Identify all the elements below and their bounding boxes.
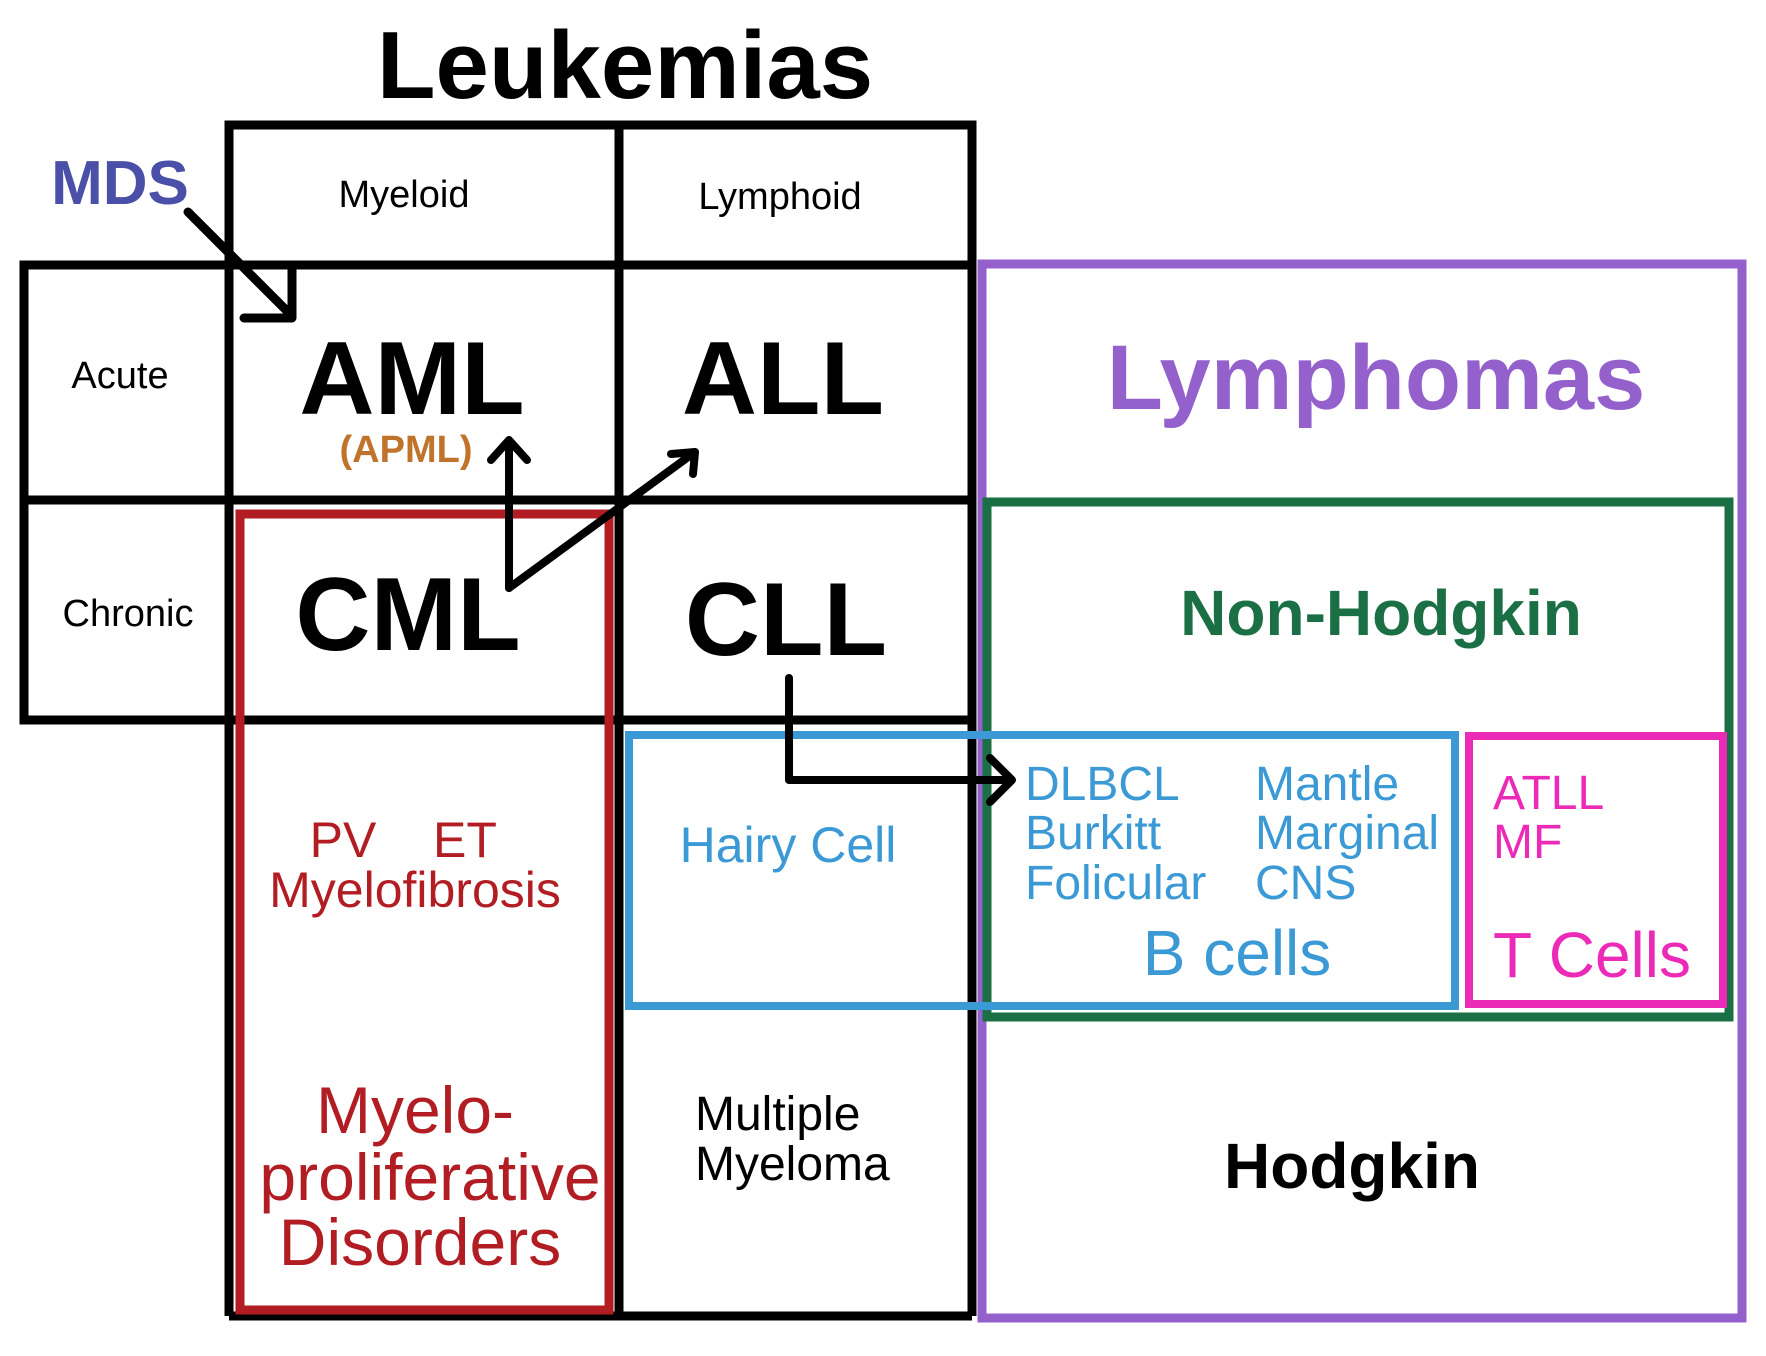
chronic-label: Chronic [63, 593, 194, 635]
et-label: ET [433, 812, 497, 868]
cml-to-all-arrow [505, 448, 699, 592]
pv-label: PV [310, 812, 377, 868]
b-cell-item-folicular: Folicular [1025, 857, 1206, 910]
myeloproliferative-line1: Myelo- [316, 1073, 514, 1147]
b-cell-item-mantle: Mantle [1255, 758, 1399, 811]
lymphoid-header-cell [614, 120, 977, 270]
lymphoid-header: Lymphoid [698, 176, 861, 218]
b-cell-item-cns: CNS [1255, 857, 1356, 910]
mds-label: MDS [51, 149, 189, 218]
myelofibrosis-label: Myelofibrosis [269, 862, 561, 918]
cll-to-b-cells-arrow [785, 674, 1016, 806]
myeloproliferative-line3: Disorders [279, 1205, 561, 1279]
t-cell-item-mf: MF [1493, 816, 1562, 869]
b-cell-item-marginal: Marginal [1255, 807, 1439, 860]
cll-label: CLL [685, 562, 887, 678]
multiple-myeloma-line1: Multiple [695, 1088, 860, 1141]
multiple-myeloma-line2: Myeloma [695, 1138, 890, 1191]
hairy-cell-label: Hairy Cell [680, 817, 897, 873]
b-cell-item-burkitt: Burkitt [1025, 807, 1161, 860]
diagram-title: Leukemias [377, 12, 873, 119]
t-cell-item-atll: ATLL [1493, 767, 1604, 820]
leukemia-grid [19, 120, 977, 1321]
acute-label: Acute [71, 355, 168, 397]
all-label: ALL [682, 321, 884, 437]
b-cells-label: B cells [1143, 917, 1332, 989]
hodgkin-label: Hodgkin [1224, 1130, 1480, 1202]
myeloid-header: Myeloid [339, 174, 470, 216]
non-hodgkin-label: Non-Hodgkin [1180, 577, 1582, 649]
myeloproliferative-box [235, 509, 614, 1315]
mds-to-aml-arrow [183, 207, 297, 323]
cml-to-aml-arrow [487, 436, 531, 592]
b-cells-box [625, 731, 1459, 1010]
aml-label: AML [299, 321, 524, 437]
lymphomas-label: Lymphomas [1107, 327, 1645, 429]
t-cells-box [1465, 732, 1727, 1008]
lymphomas-box [977, 259, 1747, 1323]
apml-label: (APML) [340, 429, 473, 471]
t-cells-label: T Cells [1493, 919, 1691, 991]
b-cell-item-dlbcl: DLBCL [1025, 758, 1180, 811]
cml-label: CML [295, 557, 520, 673]
myeloproliferative-line2: proliferative [259, 1140, 600, 1214]
